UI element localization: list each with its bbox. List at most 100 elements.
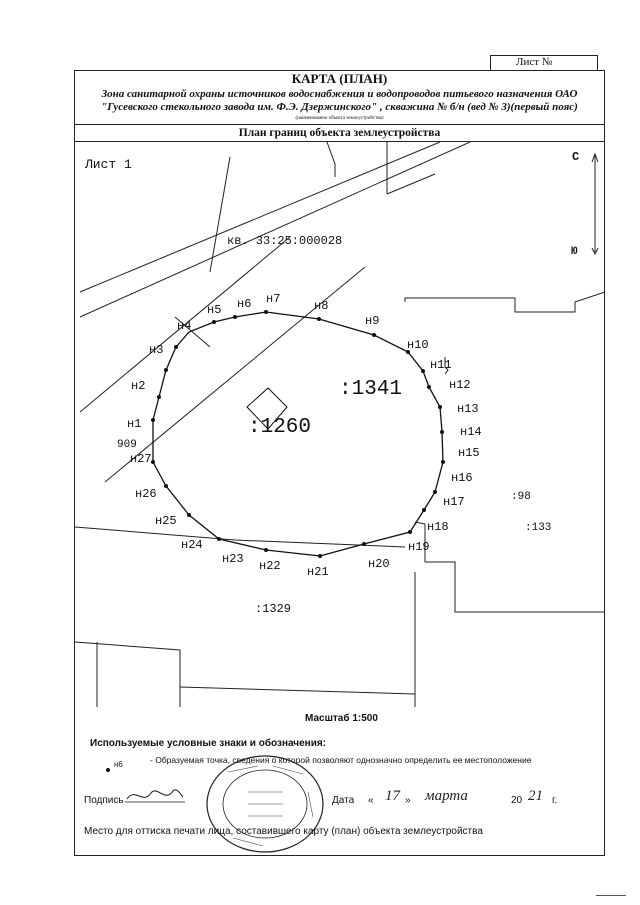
parcel-133-label: :133 [525, 522, 551, 534]
point-label: н17 [443, 495, 465, 509]
date-open-quote: « [368, 795, 374, 806]
divider-plan [74, 141, 605, 142]
boundary-map: Лист 1 кв. 33:25:000028 :1341 :1260 :98 … [75, 142, 605, 707]
point-label: н4 [177, 319, 191, 333]
boundary-point [441, 460, 445, 464]
point-label: н27 [130, 452, 152, 466]
point-label: н2 [131, 379, 145, 393]
date-year: 21 [528, 788, 543, 804]
compass-arrowhead [591, 152, 599, 163]
parcel-line [326, 142, 336, 177]
stamp-place-caption: Место для оттиска печати лица, составивш… [84, 826, 483, 837]
boundary-point [408, 530, 412, 534]
date-day: 17 [385, 788, 400, 804]
boundary-point [406, 350, 410, 354]
boundary-point [317, 317, 321, 321]
divider-top [74, 124, 605, 125]
boundary-point [187, 513, 191, 517]
point-label: н19 [408, 540, 430, 554]
parcel-line [75, 526, 406, 548]
point-label: н7 [266, 292, 280, 306]
date-close-quote: » [405, 795, 411, 806]
boundary-point [421, 369, 425, 373]
legend-point-dot-icon [106, 768, 110, 772]
point-label: н25 [155, 514, 177, 528]
parcel-line [404, 291, 605, 313]
sheet-number-label: Лист № [516, 56, 553, 68]
road-line [104, 266, 366, 483]
road-line [79, 236, 291, 413]
parcel-line [414, 521, 605, 613]
document-frame [74, 70, 605, 856]
parcel-line [75, 641, 181, 707]
map-title: КАРТА (ПЛАН) [291, 71, 388, 86]
subtitle-line-2: "Гусевского стекольного завода им. Ф.Э. … [101, 101, 578, 113]
point-label: н1 [127, 417, 141, 431]
compass-north: С [572, 150, 579, 164]
parcel-line [444, 357, 449, 375]
boundary-point [440, 430, 444, 434]
signature-scribble [125, 789, 185, 803]
parcel-1341-label: :1341 [339, 378, 402, 401]
boundary-point [164, 368, 168, 372]
boundary-point [151, 460, 155, 464]
signature-label: Подпись [84, 795, 124, 806]
point-label: н8 [314, 299, 328, 313]
map-scale: Масштаб 1:500 [305, 713, 378, 724]
parcel-line [179, 686, 416, 707]
point-label: н6 [237, 297, 251, 311]
corner-mark [596, 895, 626, 896]
boundary-point [362, 542, 366, 546]
parcel-line [209, 156, 231, 273]
parcel-98-label: :98 [511, 491, 531, 503]
compass-arrowhead [591, 247, 599, 256]
point-label: н23 [222, 552, 244, 566]
road-line [79, 142, 441, 293]
boundary-point [433, 490, 437, 494]
parcel-1260-label: :1260 [248, 416, 311, 439]
boundary-point [264, 548, 268, 552]
point-label: н10 [407, 338, 429, 352]
boundary-point [438, 405, 442, 409]
parcel-1329-label: :1329 [255, 602, 291, 616]
point-label: н16 [451, 471, 473, 485]
parcel-line [386, 173, 436, 195]
point-label: н21 [307, 565, 329, 579]
boundary-point [318, 554, 322, 558]
point-label: н14 [460, 425, 482, 439]
boundary-point [164, 484, 168, 488]
road-line [79, 142, 471, 318]
boundary-point [264, 310, 268, 314]
boundary-point [422, 508, 426, 512]
boundary-point [217, 537, 221, 541]
point-label: н5 [207, 303, 221, 317]
boundary-point [174, 345, 178, 349]
boundary-point [233, 315, 237, 319]
point-label: н22 [259, 559, 281, 573]
point-label: н13 [457, 402, 479, 416]
point-label: н3 [149, 343, 163, 357]
object-caption: (наименование объекта землеустройства) [295, 116, 384, 121]
point-label: н24 [181, 538, 203, 552]
parcel-1260-marker [246, 387, 288, 430]
point-label: н26 [135, 487, 157, 501]
compass-south: Ю [571, 246, 578, 258]
label-909: 909 [117, 439, 137, 451]
boundary-point [372, 333, 376, 337]
boundary-point [427, 385, 431, 389]
road-line [174, 316, 211, 348]
point-label: н9 [365, 314, 379, 328]
plan-title: План границ объекта землеустройства [238, 127, 441, 139]
legend-point-description: - Образуемая точка, сведения о которой п… [150, 755, 532, 765]
subtitle-line-1: Зона санитарной охраны источников водосн… [101, 88, 578, 100]
date-month: марта [425, 788, 468, 804]
map-sheet-label: Лист 1 [84, 157, 132, 172]
date-year-suffix: г. [552, 795, 558, 806]
date-year-prefix: 20 [511, 795, 523, 806]
point-label: н20 [368, 557, 390, 571]
point-label: н12 [449, 378, 471, 392]
point-label: н15 [458, 446, 480, 460]
company-seal-stamp [206, 755, 324, 853]
boundary-point [212, 320, 216, 324]
boundary-point [157, 395, 161, 399]
